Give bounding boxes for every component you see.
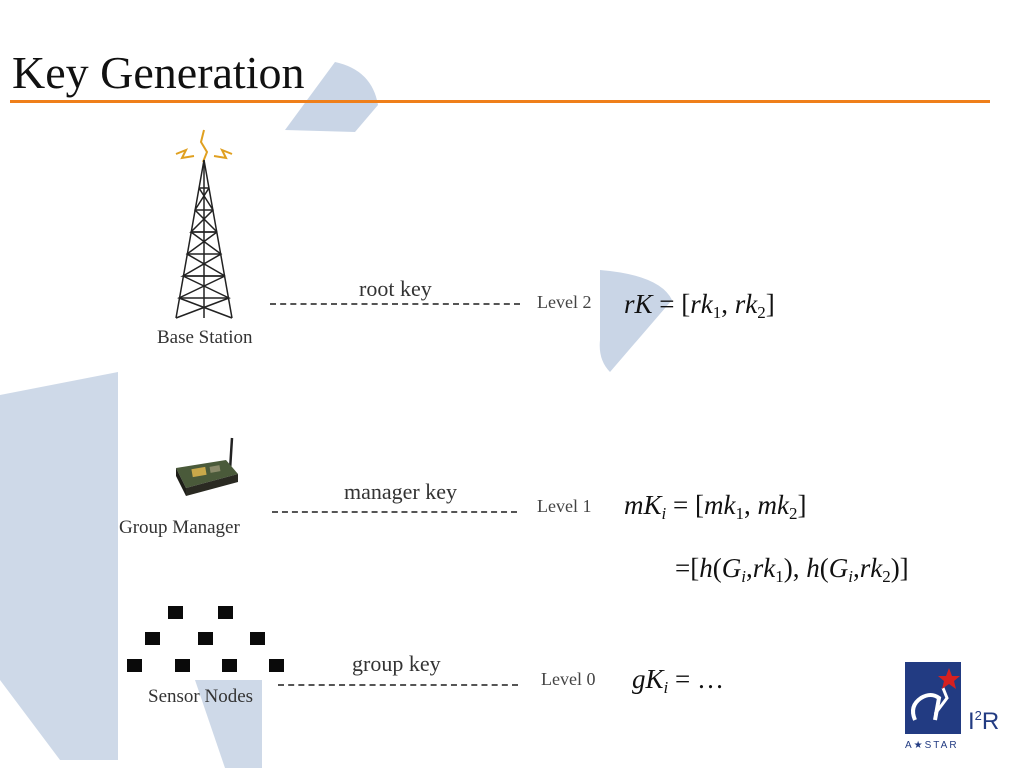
astar-logo-text: A★STAR <box>905 740 959 751</box>
level-1-label: Level 1 <box>537 496 592 516</box>
group-key-dashed-line <box>278 684 518 686</box>
level-2-label: Level 2 <box>537 292 592 312</box>
tower-icon <box>175 129 233 319</box>
astar-logo-mark <box>905 662 961 734</box>
group-manager-label: Group Manager <box>119 517 240 538</box>
group-key-equation: gKi = … <box>632 664 724 697</box>
sensor-node <box>145 632 160 645</box>
sensor-node <box>222 659 237 672</box>
watermark-shape-left <box>0 372 118 760</box>
slide-title: Key Generation <box>12 47 305 98</box>
manager-key-dashed-line <box>272 511 517 513</box>
sensor-node <box>175 659 190 672</box>
watermark-shape-bottom <box>195 680 262 768</box>
title-underline <box>10 100 990 103</box>
sensor-node <box>198 632 213 645</box>
root-key-equation: rK = [rk1, rk2] <box>624 289 775 322</box>
root-key-label: root key <box>359 276 432 301</box>
group-manager-device-icon <box>176 437 238 496</box>
i2r-logo-text: I2R <box>968 708 1000 735</box>
level-0-label: Level 0 <box>541 669 596 689</box>
sensor-nodes-label: Sensor Nodes <box>148 686 254 707</box>
manager-key-label: manager key <box>344 479 457 504</box>
sensor-node <box>250 632 265 645</box>
astar-logo-icon <box>911 668 960 721</box>
sensor-node <box>218 606 233 619</box>
sensor-node <box>168 606 183 619</box>
sensor-node <box>127 659 142 672</box>
base-station-label: Base Station <box>157 327 253 348</box>
watermark-shape-top <box>285 62 378 132</box>
manager-key-expansion: =[h(Gi,rk1), h(Gi,rk2)] <box>675 553 909 586</box>
watermark-shape-right <box>599 270 672 372</box>
manager-key-equation: mKi = [mk1, mk2] <box>624 490 807 523</box>
sensor-node <box>269 659 284 672</box>
root-key-dashed-line <box>270 303 520 305</box>
group-key-label: group key <box>352 651 441 676</box>
